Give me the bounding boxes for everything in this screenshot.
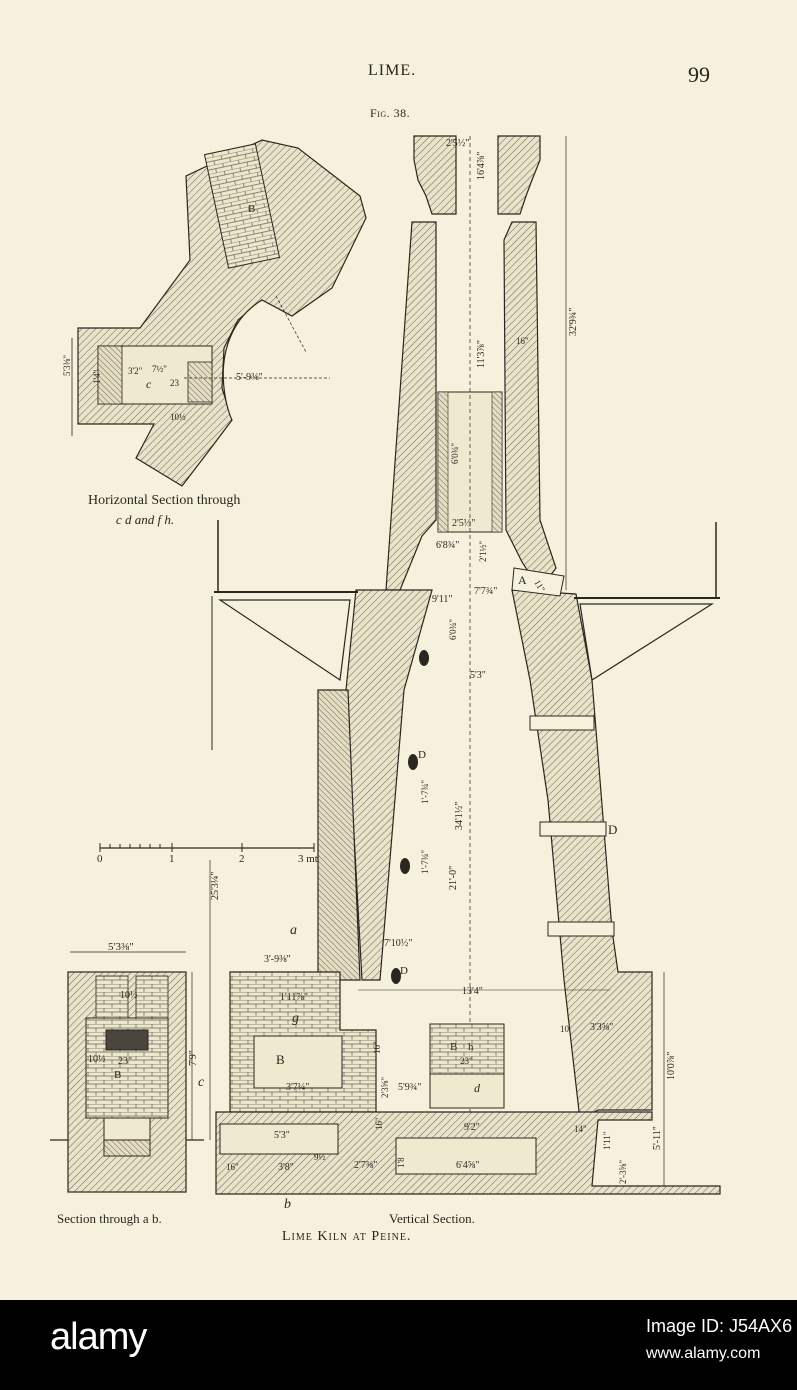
ab-dim-side: 10½ — [88, 1054, 106, 1065]
vs-dim-d2: 1'-7¾" — [420, 850, 430, 874]
hs-label-b: B — [248, 203, 255, 215]
hs-dim-7: 5'-9⅜" — [236, 372, 263, 383]
vs-dim-lower-w: 9'11" — [432, 594, 453, 605]
hs-dim-2: 1'4" — [92, 369, 102, 384]
ab-dim-height: 7'9" — [188, 1050, 199, 1066]
vs-dim-wall: 16" — [516, 336, 529, 346]
vs-mark-b: B — [276, 1052, 285, 1067]
vs-dim-d2w: 5'9¾" — [398, 1082, 421, 1093]
vs-dim-span3: 7'7¾" — [474, 586, 497, 597]
vs-dim-inner-w: 2'5½" — [452, 518, 475, 529]
vs-dim-left-h: 25'3¼" — [210, 872, 221, 900]
vs-dim-16a: 16" — [372, 1041, 382, 1054]
vs-mark-d-right: D — [608, 822, 617, 837]
book-page: LIME. 99 Fig. 38. — [0, 0, 797, 1300]
vs-mark-c: c — [198, 1075, 205, 1090]
vs-dim-bw14: 1'8 — [396, 1157, 406, 1168]
vs-dim-shaft2: 21'-0" — [448, 866, 459, 890]
vertical-section: 2'5½" 16'4⅞" 32'9¾" 16" 11'3⅞" 6'0¾" 2'5… — [198, 135, 721, 1212]
scale-tick-0: 0 — [97, 853, 103, 865]
vs-mark-d1: D — [418, 749, 426, 761]
hs-dim-4: 7½" — [152, 364, 167, 374]
scale-tick-2: 2 — [239, 853, 245, 865]
vs-dim-bw13: 2'7⅜" — [354, 1160, 377, 1171]
hs-label-c: c — [146, 377, 152, 391]
scale-tick-3: 3 mt. — [298, 853, 321, 865]
vs-dim-bw8: 5'-11" — [652, 1126, 663, 1150]
ab-dim-width: 5'3⅜" — [108, 941, 134, 953]
vs-mark-d: d — [474, 1081, 481, 1095]
vs-dim-top-width: 2'5½" — [446, 138, 469, 149]
vs-dim-shaft: 11'3⅞" — [476, 340, 487, 368]
vs-mark-a-upper: A — [518, 573, 527, 587]
caption-horizontal-2: c d and f h. — [116, 512, 175, 527]
vs-dim-bw15: 6'4⅝" — [456, 1160, 479, 1171]
vs-dim-span: 6'8¾" — [436, 540, 459, 551]
vs-dim-23: 23" — [460, 1056, 473, 1066]
ab-dim-inner: 23" — [118, 1056, 132, 1067]
scale-tick-1: 1 — [169, 853, 175, 865]
hs-dim-5: 23 — [170, 378, 180, 388]
caption-horizontal-1: Horizontal Section through — [88, 493, 241, 508]
vs-dim-inner-h: 6'0¾" — [450, 443, 460, 464]
vs-dim-d1: 1'-7¾" — [420, 780, 430, 804]
vs-dim-chimney: 16'4⅞" — [476, 152, 487, 180]
vs-mark-g: g — [292, 1011, 299, 1026]
vs-dim-bw4: 5'3" — [274, 1130, 290, 1141]
vs-dim-bw7: 1'11" — [602, 1131, 612, 1150]
running-header: LIME. — [368, 62, 417, 79]
watermark-bar — [0, 1300, 797, 1390]
vs-dim-lower-h: 6'0¾" — [448, 619, 458, 640]
vs-dim-bw1: 1'11⅞" — [280, 992, 308, 1003]
scale-bar: 0 1 2 3 mt. — [97, 843, 321, 865]
alamy-logo: alamy — [50, 1316, 147, 1358]
vs-dim-bw9: 2'-3⅝" — [618, 1160, 628, 1184]
vs-dim-full: 34'1½" — [454, 802, 465, 830]
vs-dim-bw11: 3'8" — [278, 1162, 294, 1173]
section-ab: 5'3⅜" 10½ 23" 10½ B 7'9" — [50, 941, 204, 1193]
watermark-url: www.alamy.com — [646, 1345, 761, 1362]
vs-dim-bw3: 2'3⅝" — [380, 1077, 390, 1098]
horizontal-section: B c 5'3⅜" 1'4" 3'2" 7½" 23 10½ 5'-9⅜" — [62, 139, 367, 487]
vs-dim-bw2: 3'7¼" — [286, 1082, 309, 1093]
vs-dim-16b: 16" — [374, 1117, 384, 1130]
vs-mark-b-base: b — [284, 1197, 291, 1212]
image-id: Image ID: J54AX6 — [646, 1316, 793, 1336]
vs-dim-bw10: 16" — [226, 1162, 239, 1172]
vs-dim-mid-w: 5'3" — [470, 670, 486, 681]
vs-dim-w1: 3'-9⅜" — [264, 954, 291, 965]
vs-dim-bw12: 9½ — [314, 1152, 326, 1162]
vs-mark-a: a — [290, 923, 297, 938]
vs-dim-span2: 2'1½" — [478, 541, 488, 562]
figure-label: Fig. 38. — [370, 106, 411, 120]
figure-caption: Lime Kiln at Peine. — [282, 1229, 412, 1244]
page-number: 99 — [688, 62, 710, 87]
caption-vertical: Vertical Section. — [389, 1211, 475, 1226]
vs-dim-r2: 10'0⅞" — [666, 1052, 677, 1080]
vs-mark-h: h — [468, 1041, 474, 1053]
hs-dim-6: 10½ — [170, 412, 186, 422]
vs-dim-r1: 3'3⅝" — [590, 1022, 613, 1033]
ab-label-b: B — [114, 1069, 121, 1081]
ab-dim-top: 10½ — [120, 990, 138, 1001]
vs-dim-bw6: 14" — [574, 1124, 587, 1134]
vs-dim-total: 32'9¾" — [568, 308, 579, 336]
vs-dim-10: 10 — [560, 1024, 570, 1034]
vs-mark-d3: D — [400, 965, 408, 977]
vs-dim-bw5: 9'2" — [464, 1122, 480, 1133]
kiln-drawing: B c 5'3⅜" 1'4" 3'2" 7½" 23 10½ 5'-9⅜" 0 … — [50, 135, 721, 1212]
hs-dim-3: 3'2" — [128, 366, 143, 376]
vs-dim-base-w: 13'4" — [462, 986, 483, 997]
vs-mark-b2: B — [450, 1041, 457, 1053]
hs-dim-1: 5'3⅜" — [62, 355, 72, 376]
caption-section-ab: Section through a b. — [57, 1211, 162, 1226]
vs-dim-w2: 7'10½" — [384, 938, 412, 949]
